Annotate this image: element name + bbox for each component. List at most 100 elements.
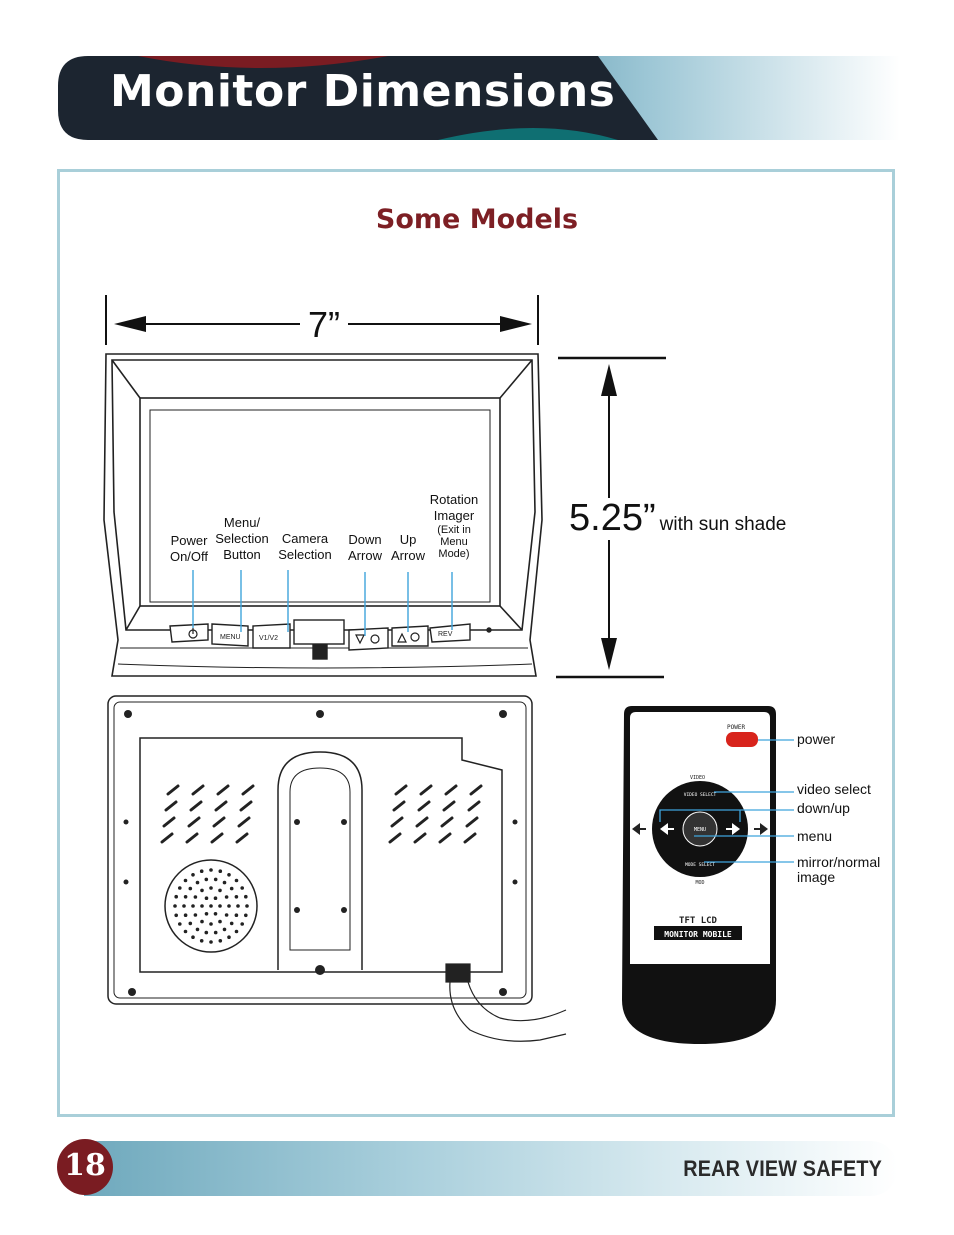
svg-text:VIDEO SELECT: VIDEO SELECT xyxy=(684,792,717,798)
speaker-hole xyxy=(213,912,218,916)
vent-slot xyxy=(417,800,431,812)
speaker-hole xyxy=(227,904,231,908)
monitor-callout-lines xyxy=(192,570,453,636)
speaker-hole xyxy=(209,904,213,908)
remote-printed-labels: POWER VIDEO VIDEO SELECT MENU MODE SELEC… xyxy=(664,724,745,939)
header-banner xyxy=(58,56,900,140)
panel-label-v1v2: V1/V2 xyxy=(259,635,278,642)
speaker-hole xyxy=(209,868,213,872)
svg-text:MOD: MOD xyxy=(695,880,704,886)
vent-slot xyxy=(388,832,402,844)
speaker-hole xyxy=(200,888,204,893)
speaker-hole xyxy=(244,913,248,918)
speaker-hole xyxy=(183,878,188,883)
svg-text:MONITOR MOBILE: MONITOR MOBILE xyxy=(664,930,732,939)
speaker-hole xyxy=(191,873,195,877)
speaker-hole xyxy=(182,904,186,908)
speaker-hole xyxy=(222,880,227,885)
vent-slot xyxy=(444,784,458,796)
height-dimension-label: 5.25”with sun shade xyxy=(569,497,786,540)
svg-text:VIDEO: VIDEO xyxy=(690,775,705,781)
speaker-hole xyxy=(199,939,204,943)
vent-slot xyxy=(465,816,479,828)
speaker-hole xyxy=(183,895,188,899)
vent-slot xyxy=(415,816,429,828)
speaker-hole xyxy=(229,886,234,891)
speaker-hole xyxy=(244,894,248,899)
svg-text:MODE SELECT: MODE SELECT xyxy=(685,862,715,868)
vent-slot xyxy=(166,784,180,796)
speaker-hole xyxy=(174,913,178,918)
speaker-hole xyxy=(227,935,231,939)
up-arrow-button xyxy=(391,625,429,647)
speaker-hole xyxy=(204,877,209,882)
vent-slot xyxy=(210,832,224,844)
speaker-hole xyxy=(213,877,218,882)
footer-bar xyxy=(84,1141,898,1196)
vent-slot xyxy=(235,832,249,844)
speaker-hole xyxy=(173,904,177,908)
vent-slot xyxy=(419,784,433,796)
vent-slot xyxy=(216,784,230,796)
sensor-icon xyxy=(312,644,328,660)
vent-slot xyxy=(239,800,253,812)
speaker-hole xyxy=(218,939,223,943)
down-arrow-button xyxy=(348,627,389,651)
remote-label-power: power xyxy=(797,731,836,747)
v1v2-button xyxy=(252,623,291,649)
speaker-hole xyxy=(204,930,209,935)
label-camera-selection: Camera Selection xyxy=(278,531,332,562)
width-dimension-label: 7” xyxy=(308,304,341,345)
speaker-hole xyxy=(227,873,231,877)
vent-slot xyxy=(160,832,174,844)
monitor-back xyxy=(107,695,533,1005)
content-frame xyxy=(57,169,895,1117)
speaker-hole xyxy=(188,921,193,926)
vent-slot xyxy=(237,816,251,828)
menu-button xyxy=(211,623,249,647)
label-rotation-imager: Rotation Imager (Exit in Menu Mode) xyxy=(429,492,479,560)
label-power-button: Power On/Off xyxy=(169,533,209,564)
vent-slot xyxy=(185,832,199,844)
height-note: with sun shade xyxy=(659,514,787,535)
page-title: Monitor Dimensions xyxy=(110,66,616,117)
speaker-hole xyxy=(191,935,195,939)
width-dimension xyxy=(105,295,539,345)
panel-button-icons xyxy=(188,628,420,645)
remote-callout-lines xyxy=(659,739,794,863)
ir-window xyxy=(293,619,345,645)
vent-slot xyxy=(189,800,203,812)
speaker-hole xyxy=(195,927,200,932)
speaker-hole xyxy=(191,904,195,908)
vent-slot xyxy=(212,816,226,828)
remote-label-down-up: down/up xyxy=(797,800,850,816)
panel-label-menu: MENU xyxy=(220,634,241,641)
monitor-back-screws xyxy=(123,710,518,996)
vent-slot xyxy=(392,800,406,812)
height-value: 5.25” xyxy=(569,497,656,539)
page-number-badge xyxy=(57,1139,113,1195)
speaker-hole xyxy=(218,869,223,873)
speaker-hole xyxy=(245,904,249,908)
speaker-hole xyxy=(188,886,193,891)
footer-brand-text: REAR VIEW SAFETY xyxy=(683,1156,882,1181)
speaker-hole xyxy=(200,904,204,908)
vent-slot xyxy=(394,784,408,796)
label-up-arrow: Up Arrow xyxy=(391,532,425,563)
vent-slot xyxy=(390,816,404,828)
speaker-hole xyxy=(213,930,218,935)
speaker-hole xyxy=(234,895,239,899)
speaker-hole xyxy=(183,929,188,934)
page-number: 18 xyxy=(64,1148,106,1183)
vent-slot xyxy=(440,816,454,828)
remote-label-video-select: video select xyxy=(797,781,871,797)
vent-slot xyxy=(241,784,255,796)
vent-slot xyxy=(463,832,477,844)
speaker-hole xyxy=(234,929,239,934)
speaker-hole xyxy=(183,913,188,917)
vent-slot xyxy=(442,800,456,812)
speaker-hole xyxy=(229,921,234,926)
vent-slot xyxy=(413,832,427,844)
remote-label-menu: menu xyxy=(797,828,833,844)
height-dimension xyxy=(556,356,666,679)
